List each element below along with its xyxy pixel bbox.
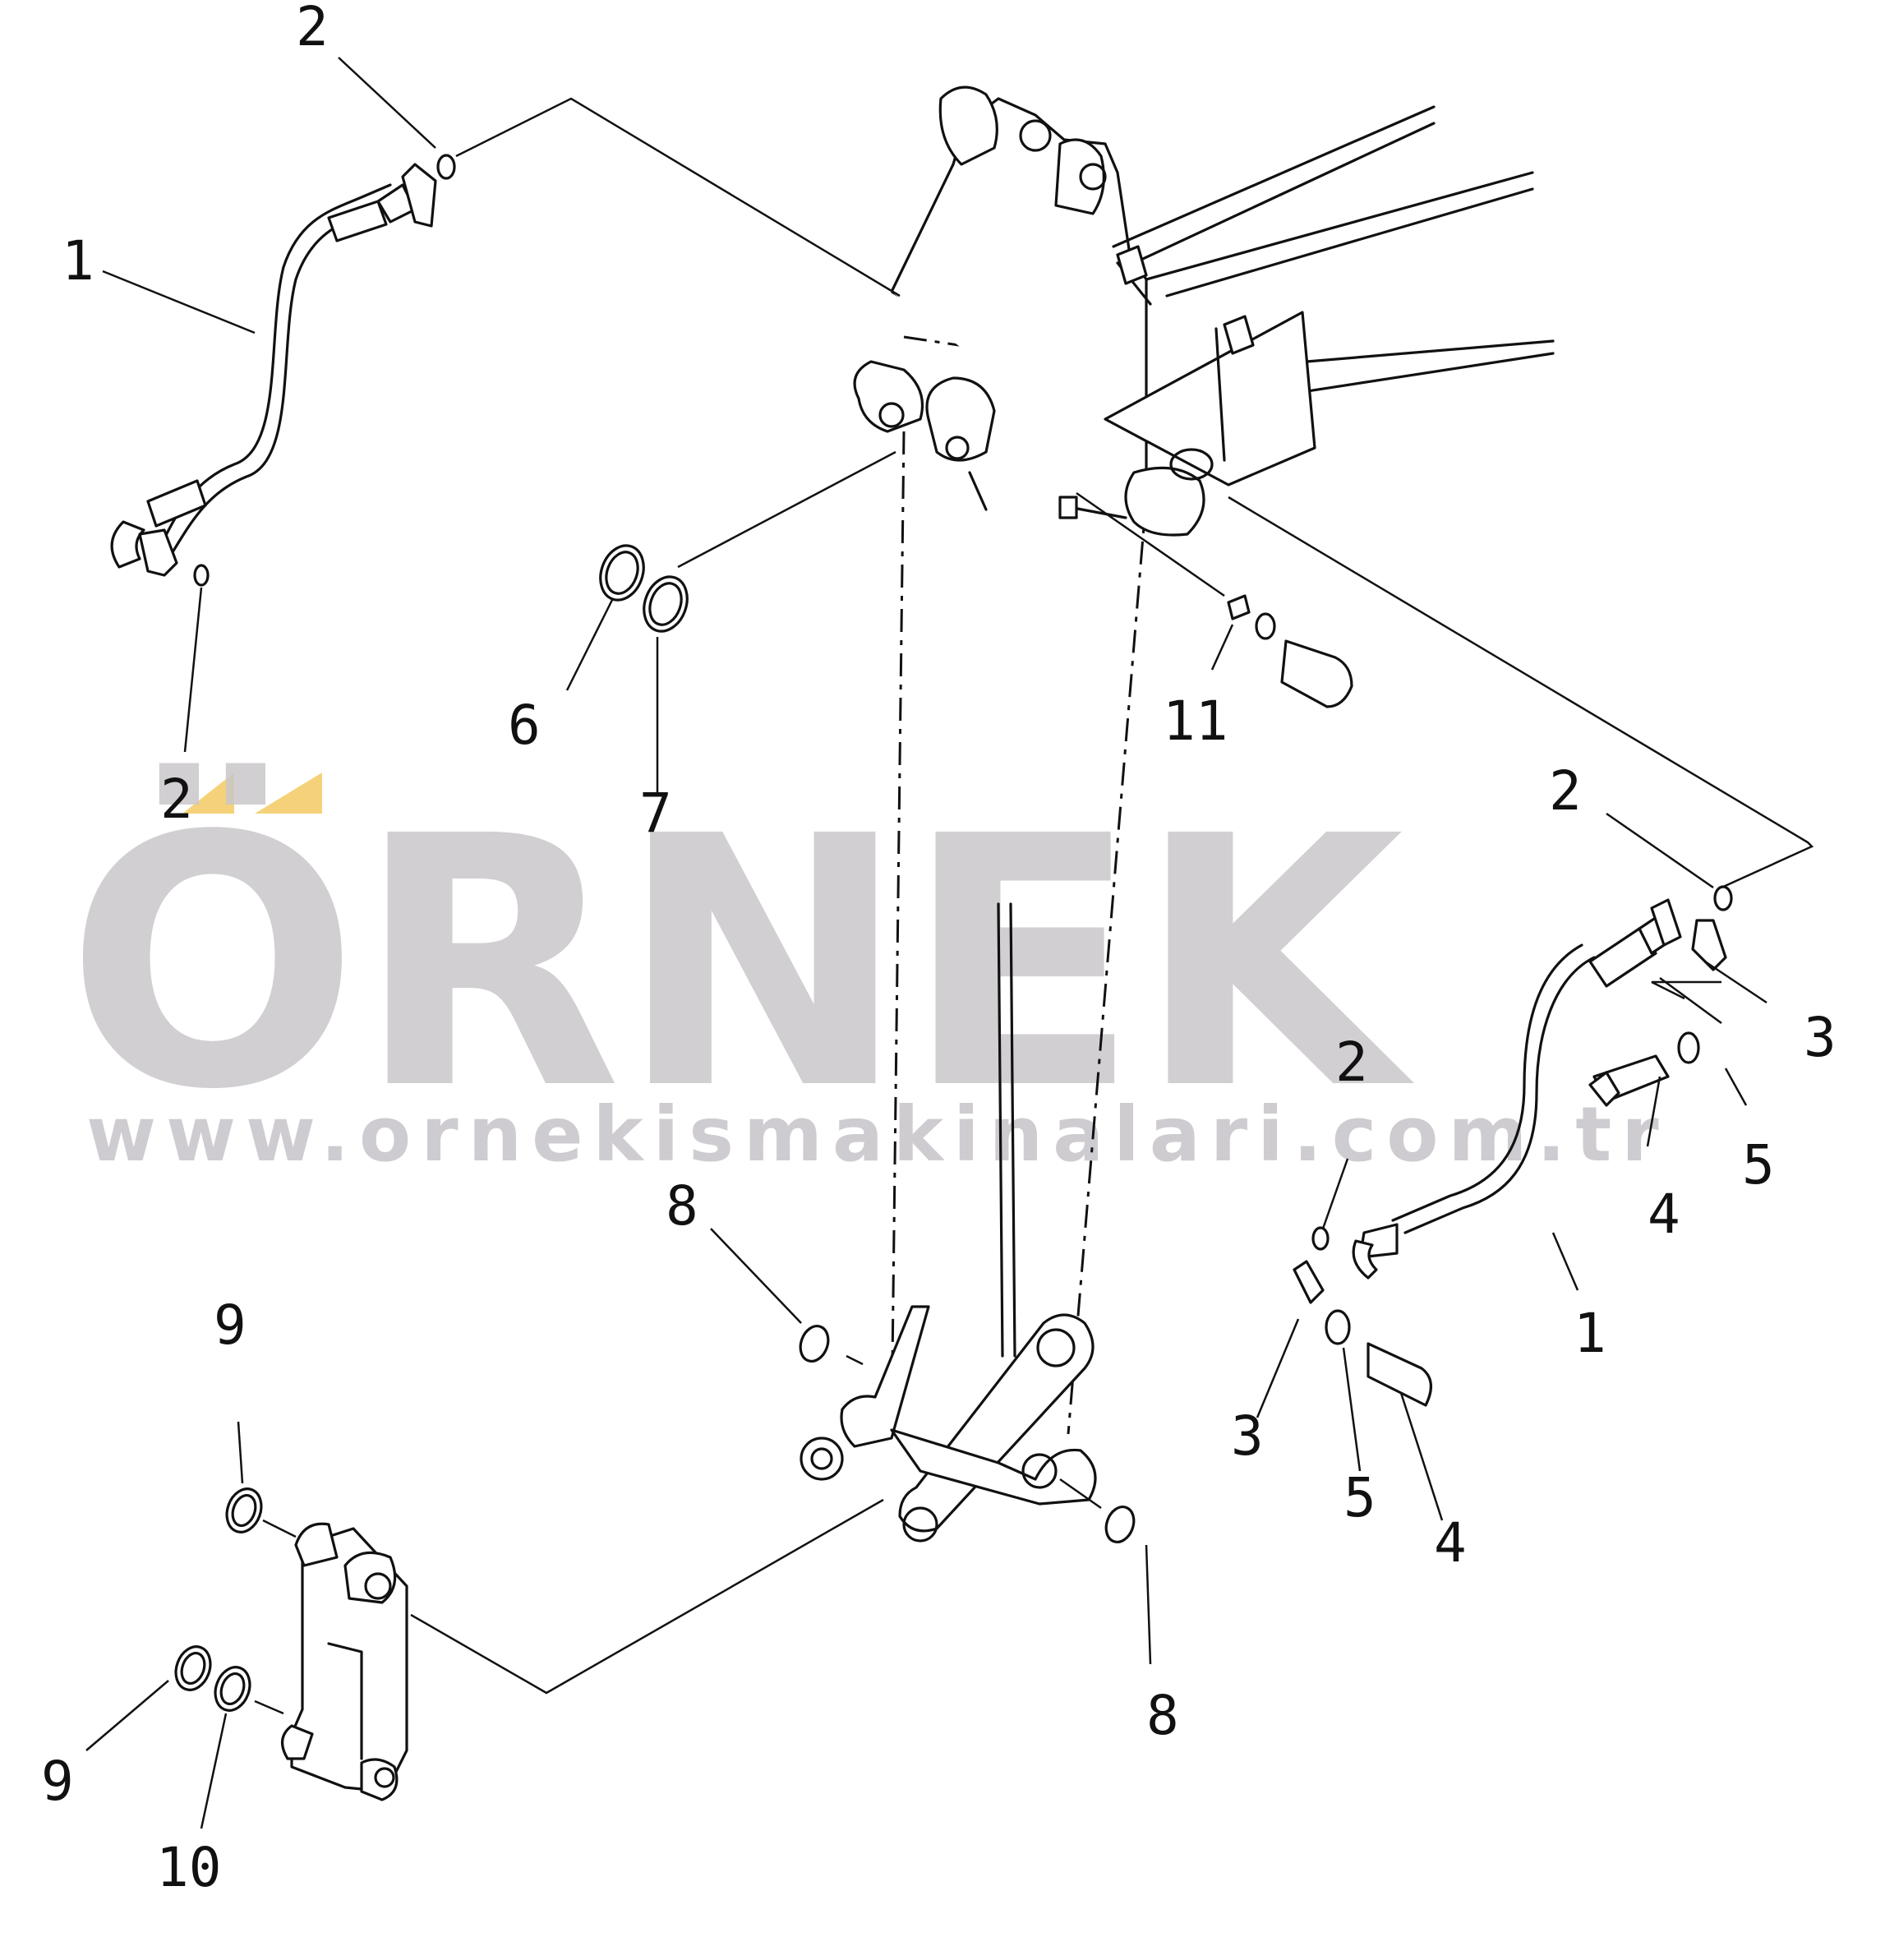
callout-5: 5	[1343, 1466, 1376, 1529]
callout-7: 7	[639, 782, 672, 845]
callout-2: 2	[160, 768, 193, 831]
hose-right	[1352, 898, 1682, 1280]
callout-2: 2	[1335, 1031, 1368, 1094]
callout-2: 2	[296, 0, 329, 58]
callout-4: 4	[1648, 1183, 1680, 1246]
callout-8: 8	[666, 1174, 698, 1238]
callout-5: 5	[1742, 1133, 1775, 1197]
callout-6: 6	[508, 694, 541, 757]
callout-9: 9	[214, 1294, 247, 1357]
callout-9: 9	[41, 1750, 74, 1813]
boom-arm	[800, 85, 1555, 1543]
watermark: ÖRNEK www.ornekismakinalari.com.tr	[66, 759, 1669, 1178]
bucket-link	[281, 1522, 408, 1801]
callout-4: 4	[1434, 1511, 1467, 1575]
callouts: 2 1 2 6 7 11 2 3 2 5 4 1 8 9 3 5 4 8 9 1…	[41, 0, 1837, 1899]
callout-1: 1	[62, 229, 94, 293]
leader-lines	[85, 57, 1814, 1829]
callout-3: 3	[1804, 1006, 1837, 1069]
watermark-url: www.ornekismakinalari.com.tr	[86, 1091, 1669, 1178]
callout-10: 10	[156, 1836, 221, 1899]
callout-1: 1	[1574, 1302, 1606, 1365]
callout-3: 3	[1231, 1404, 1264, 1468]
umlaut-mark-left	[182, 772, 234, 814]
callout-8: 8	[1146, 1684, 1179, 1747]
hose-left	[110, 163, 437, 577]
umlaut-mark-right	[255, 772, 322, 814]
watermark-brand: ÖRNEK	[66, 759, 1417, 1165]
callout-2: 2	[1549, 759, 1582, 823]
callout-11: 11	[1163, 689, 1228, 753]
small-parts	[174, 154, 1733, 1712]
